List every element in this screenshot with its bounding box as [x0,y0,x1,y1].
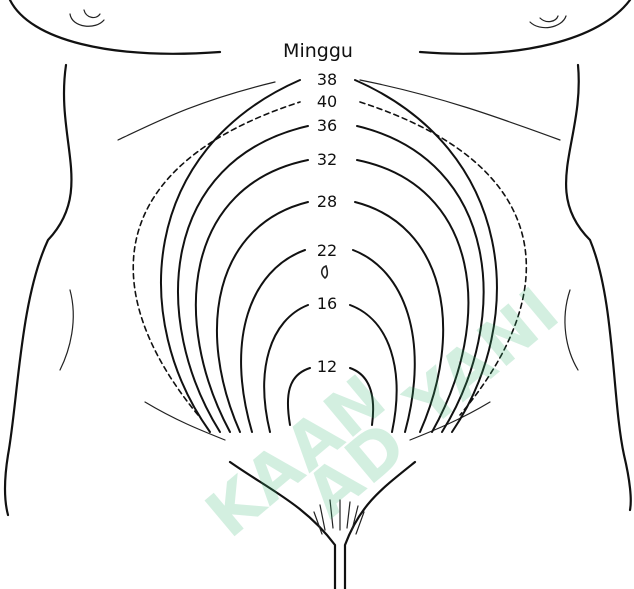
week-label-36: 36 [317,116,337,135]
left-flank-detail [60,290,73,370]
week-label-32: 32 [317,150,337,169]
torso-right-outline [566,65,631,510]
left-breast-outline [10,0,220,54]
week-label-38: 38 [317,70,337,89]
week-label-16: 16 [317,294,337,313]
week-label-40: 40 [317,92,337,111]
torso-left-outline [5,65,71,515]
week-label-22: 22 [317,241,337,260]
right-breast-outline [420,0,630,54]
upper-crease-left [118,82,275,140]
upper-crease-right [360,80,560,140]
left-nipple-icon [70,10,104,26]
week-label-28: 28 [317,192,337,211]
diagram-title: Minggu [283,40,353,62]
week-label-12: 12 [317,357,337,376]
right-nipple-icon [530,16,566,28]
navel-icon [322,266,328,278]
